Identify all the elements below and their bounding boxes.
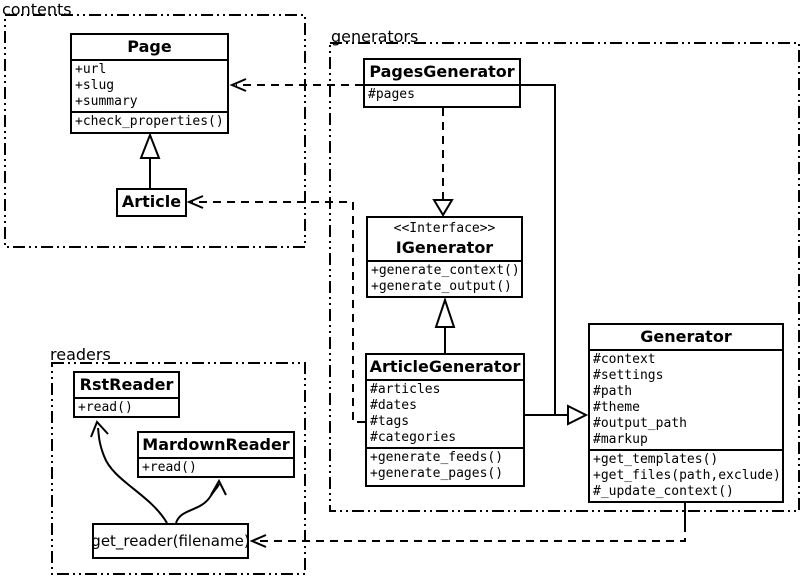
method: #_update_context() bbox=[593, 484, 734, 499]
class-igenerator-header: <<Interface>> IGenerator bbox=[368, 218, 521, 260]
class-page-name: Page bbox=[127, 37, 172, 56]
method: +generate_pages() bbox=[370, 466, 504, 481]
class-articlegenerator: ArticleGenerator #articles #dates #tags … bbox=[365, 353, 525, 487]
method: +generate_output() bbox=[371, 279, 512, 294]
class-generator-methods: +get_templates() +get_files(path,exclude… bbox=[590, 449, 782, 501]
attribute: #path bbox=[593, 384, 633, 399]
class-pagesgenerator-name: PagesGenerator bbox=[369, 62, 515, 81]
attribute: #markup bbox=[593, 432, 648, 447]
readers-package-border bbox=[51, 362, 306, 575]
class-igenerator-stereotype: <<Interface>> bbox=[393, 221, 496, 236]
attribute: +url bbox=[75, 62, 107, 77]
attribute: #output_path bbox=[593, 416, 687, 431]
attribute: #categories bbox=[370, 430, 457, 445]
class-generator-name: Generator bbox=[640, 327, 732, 346]
class-article: Article bbox=[116, 188, 187, 217]
dependency-articlegenerator-to-article bbox=[186, 195, 365, 423]
class-page-attributes: +url +slug +summary bbox=[72, 59, 227, 111]
class-rstreader-methods: +read() bbox=[75, 397, 178, 416]
attribute: #articles bbox=[370, 382, 441, 397]
class-rstreader: RstReader +read() bbox=[73, 371, 180, 418]
class-generator-attributes: #context #settings #path #theme #output_… bbox=[590, 349, 782, 449]
contents-package-border bbox=[4, 14, 306, 248]
method: +check_properties() bbox=[75, 114, 224, 129]
generalization-article-to-page bbox=[139, 132, 161, 188]
method: +read() bbox=[142, 460, 197, 475]
attribute: #pages bbox=[368, 87, 415, 102]
generators-package-label: generators bbox=[331, 27, 419, 46]
method: +generate_feeds() bbox=[370, 450, 504, 465]
attribute: #theme bbox=[593, 400, 640, 415]
class-igenerator-name: IGenerator bbox=[395, 238, 494, 257]
class-mardownreader-methods: +read() bbox=[139, 457, 293, 476]
class-mardownreader: MardownReader +read() bbox=[137, 431, 295, 478]
class-page-methods: +check_properties() bbox=[72, 111, 227, 131]
class-rstreader-name: RstReader bbox=[79, 375, 174, 394]
attribute: +summary bbox=[75, 94, 138, 109]
realization-pagesgenerator-to-igenerator bbox=[432, 108, 454, 217]
get-reader-box: get_reader(filename) bbox=[91, 523, 250, 559]
attribute: #dates bbox=[370, 398, 417, 413]
method: +read() bbox=[78, 400, 133, 415]
class-mardownreader-name: MardownReader bbox=[142, 435, 290, 454]
class-pagesgenerator: PagesGenerator #pages bbox=[363, 58, 521, 108]
generalization-generators-to-generator bbox=[521, 84, 589, 426]
class-igenerator-methods: +generate_context() +generate_output() bbox=[368, 260, 521, 296]
method: +get_templates() bbox=[593, 452, 719, 467]
class-pagesgenerator-attributes: #pages bbox=[365, 84, 519, 104]
class-articlegenerator-attributes: #articles #dates #tags #categories bbox=[367, 379, 523, 447]
class-article-name: Article bbox=[121, 192, 182, 211]
dependency-pagesgenerator-to-page bbox=[229, 78, 363, 92]
class-generator: Generator #context #settings #path #them… bbox=[588, 323, 784, 503]
get-reader-label: get_reader(filename) bbox=[91, 532, 250, 550]
class-igenerator: <<Interface>> IGenerator +generate_conte… bbox=[366, 216, 523, 298]
dependency-generator-to-get-reader bbox=[249, 503, 686, 548]
attribute: #settings bbox=[593, 368, 664, 383]
arrow-get-reader-to-rstreader bbox=[90, 420, 168, 524]
contents-package-label: contents bbox=[2, 0, 72, 19]
readers-package-label: readers bbox=[50, 345, 111, 364]
class-articlegenerator-name: ArticleGenerator bbox=[369, 357, 521, 376]
generalization-articlegenerator-to-igenerator bbox=[434, 296, 456, 353]
method: +get_files(path,exclude) bbox=[593, 468, 781, 483]
method: +generate_context() bbox=[371, 263, 520, 278]
generators-package-border bbox=[329, 42, 800, 512]
attribute: #tags bbox=[370, 414, 410, 429]
class-articlegenerator-methods: +generate_feeds() +generate_pages() bbox=[367, 447, 523, 483]
arrow-get-reader-to-mardownreader bbox=[175, 478, 227, 524]
attribute: #context bbox=[593, 352, 656, 367]
class-page: Page +url +slug +summary +check_properti… bbox=[70, 33, 229, 134]
attribute: +slug bbox=[75, 78, 115, 93]
